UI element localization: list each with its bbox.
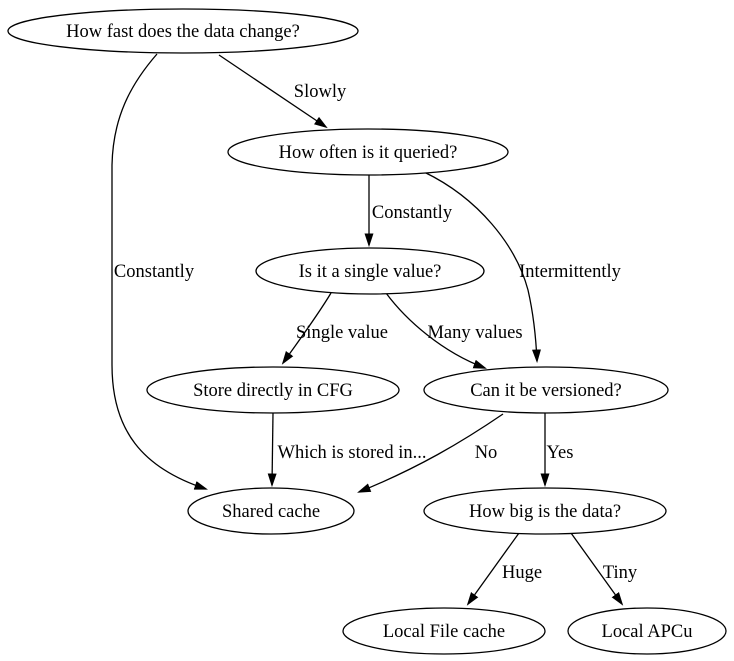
node-how-often-label: How often is it queried?	[279, 143, 458, 163]
node-file-cache-label: Local File cache	[383, 622, 505, 642]
edge-label-single-value: Single value	[296, 323, 388, 343]
edge-howbig-apcu	[570, 532, 624, 606]
node-how-often: How often is it queried?	[227, 128, 509, 176]
edge-howfast-sharedcache	[111, 53, 208, 490]
node-shared-cache-label: Shared cache	[222, 502, 320, 522]
edges: Slowly Constantly Constantly Intermitten…	[111, 53, 638, 606]
node-apcu: Local APCu	[567, 607, 727, 655]
node-single-value-shape	[255, 247, 485, 295]
edge-storecfg-sharedcache	[267, 412, 277, 488]
edge-label-tiny: Tiny	[603, 563, 638, 583]
node-shared-cache: Shared cache	[187, 487, 355, 535]
edge-label-many-values: Many values	[427, 323, 522, 343]
edge-label-slowly: Slowly	[294, 82, 347, 102]
edge-howoften-versioned	[423, 171, 541, 364]
node-how-big: How big is the data?	[423, 487, 667, 535]
node-how-fast-shape	[7, 8, 359, 54]
node-apcu-shape	[567, 607, 727, 655]
edge-howfast-howoften	[218, 54, 328, 129]
edge-singlevalue-versioned	[385, 292, 487, 369]
node-how-big-shape	[423, 487, 667, 535]
nodes: How fast does the data change? How often…	[7, 8, 727, 655]
node-single-value: Is it a single value?	[255, 247, 485, 295]
node-how-fast: How fast does the data change?	[7, 8, 359, 54]
edge-label-yes: Yes	[547, 443, 574, 463]
node-versioned-label: Can it be versioned?	[470, 381, 622, 401]
edge-singlevalue-storecfg	[281, 292, 332, 365]
node-store-cfg: Store directly in CFG	[146, 366, 400, 414]
node-store-cfg-label: Store directly in CFG	[193, 381, 353, 401]
node-file-cache: Local File cache	[342, 607, 546, 655]
node-versioned: Can it be versioned?	[423, 366, 669, 414]
node-file-cache-shape	[342, 607, 546, 655]
node-single-value-label: Is it a single value?	[299, 262, 442, 282]
node-how-big-label: How big is the data?	[469, 502, 621, 522]
edge-label-constantly-mid: Constantly	[372, 203, 453, 223]
node-apcu-label: Local APCu	[602, 622, 693, 642]
node-shared-cache-shape	[187, 487, 355, 535]
edge-label-constantly-left: Constantly	[114, 262, 195, 282]
edge-label-which-is-stored-in: Which is stored in...	[277, 443, 426, 463]
node-how-fast-label: How fast does the data change?	[66, 22, 300, 42]
edge-versioned-sharedcache	[357, 413, 504, 493]
node-versioned-shape	[423, 366, 669, 414]
node-how-often-shape	[227, 128, 509, 176]
edge-label-huge: Huge	[502, 563, 542, 583]
edge-howbig-filecache	[466, 532, 520, 606]
edge-label-intermittently: Intermittently	[519, 262, 621, 282]
node-store-cfg-shape	[146, 366, 400, 414]
edge-label-no: No	[475, 443, 498, 463]
